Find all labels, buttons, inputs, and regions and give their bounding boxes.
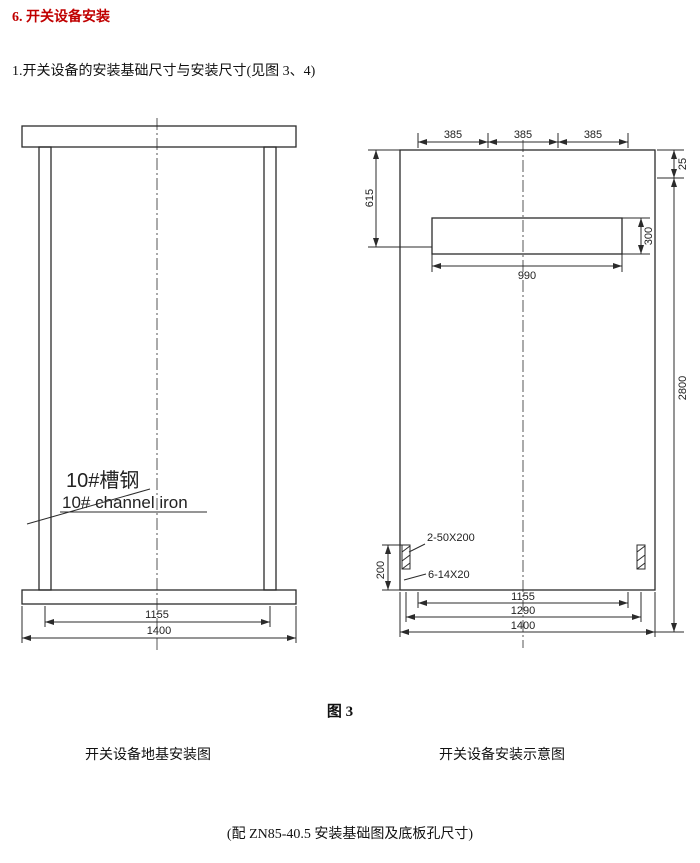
- figure-3-drawings: 10#槽钢 10# channel iron 1155 1400: [21, 118, 689, 650]
- dim-panel-1290: 1290: [405, 592, 642, 622]
- slot-callout: 2-50X200: [408, 532, 475, 553]
- channel-label-cn: 10#槽钢: [66, 469, 139, 492]
- slot-hatch: [636, 545, 646, 553]
- anchor-slot-left: [401, 544, 411, 570]
- dim-text-bottom-1400: 1400: [511, 620, 535, 632]
- dim-foundation-1155: 1155: [44, 606, 271, 627]
- hole-callout-text: 6-14X20: [428, 569, 470, 581]
- panel-outline-group: [399, 140, 656, 648]
- caption-installation-drawing: 开关设备安装示意图: [439, 748, 565, 763]
- dim-text-1400: 1400: [147, 625, 171, 637]
- foundation-bottom-beam: [21, 589, 297, 605]
- hole-callout-leader: [403, 573, 427, 581]
- dim-top-385-group: 385 385 385: [417, 129, 629, 148]
- dim-615-group: 615: [364, 149, 432, 248]
- foundation-top-beam: [21, 125, 297, 148]
- foundation-front-view: 10#槽钢 10# channel iron 1155 1400: [21, 118, 297, 650]
- dim-text-200: 200: [375, 561, 387, 579]
- intro-text: 1.开关设备的安装基础尺寸与安装尺寸(见图 3、4): [12, 64, 316, 79]
- foundation-right-channel: [263, 146, 277, 591]
- channel-leader-line: [26, 488, 151, 525]
- foundation-structure: [21, 118, 297, 650]
- anchor-slot-right: [636, 544, 646, 570]
- footer-note: (配 ZN85-40.5 安装基础图及底板孔尺寸): [226, 827, 474, 842]
- dim-text-1155: 1155: [145, 609, 169, 621]
- slot-callout-text: 2-50X200: [427, 532, 475, 544]
- dim-text-2800: 2800: [677, 376, 689, 400]
- channel-iron-callout: 10#槽钢 10# channel iron: [26, 469, 207, 525]
- dim-text-990: 990: [518, 270, 536, 282]
- hole-callout: 6-14X20: [403, 569, 470, 581]
- dim-text-bottom-1155: 1155: [511, 591, 535, 603]
- caption-foundation-drawing: 开关设备地基安装图: [85, 748, 211, 763]
- foundation-left-channel: [38, 146, 52, 591]
- panel-outline: [399, 149, 656, 591]
- dim-200-group: 200: [375, 544, 402, 591]
- figure-label: 图 3: [326, 704, 354, 720]
- slot-hatch: [401, 554, 411, 562]
- dim-text-385-2: 385: [514, 129, 532, 141]
- slot-hatch: [401, 545, 411, 553]
- channel-label-en: 10# channel iron: [62, 493, 188, 512]
- panel-inner-plate: [431, 217, 623, 255]
- dim-25-group: 25: [657, 149, 689, 179]
- dim-text-bottom-1290: 1290: [511, 605, 535, 617]
- dim-foundation-1400: 1400: [21, 606, 297, 643]
- dim-text-300: 300: [643, 227, 655, 245]
- dim-text-385-3: 385: [584, 129, 602, 141]
- slot-callout-leader: [408, 543, 426, 553]
- dim-300-group: 300: [622, 217, 655, 255]
- dim-text-615: 615: [364, 189, 376, 207]
- slot-hatch: [401, 562, 411, 570]
- slot-hatch: [636, 562, 646, 570]
- dim-2800-group: 2800: [655, 178, 689, 633]
- dim-text-385-1: 385: [444, 129, 462, 141]
- anchor-slots: [401, 544, 646, 570]
- panel-installation-view: 385 385 385 25 2800 61: [364, 129, 689, 648]
- section-heading: 6. 开关设备安装: [12, 10, 110, 25]
- dim-panel-1155: 1155: [417, 591, 629, 608]
- dim-990-group: 990: [431, 254, 623, 282]
- dim-panel-1400: 1400: [399, 592, 656, 637]
- slot-hatch: [636, 554, 646, 562]
- dim-text-25: 25: [677, 158, 689, 170]
